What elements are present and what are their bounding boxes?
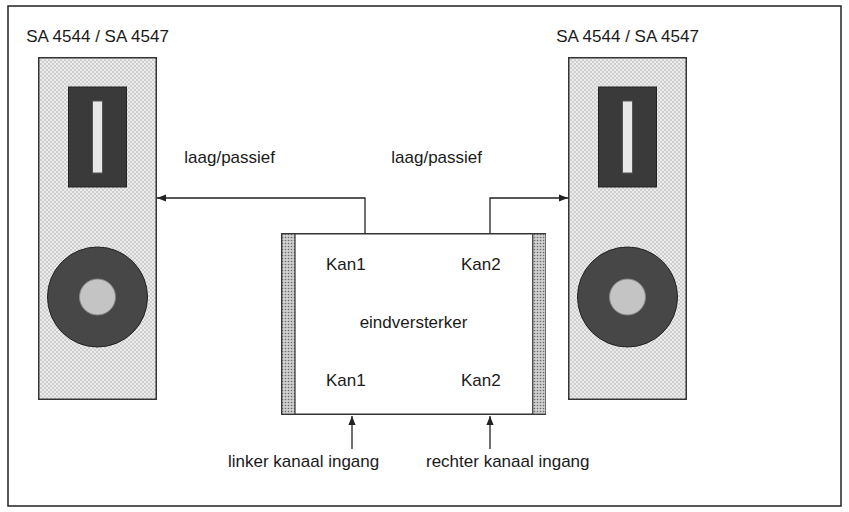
amplifier-housing [282,234,546,415]
tweeter-slot [623,101,633,173]
amplifier-text: Kan2 [461,371,501,391]
amplifier-box: Kan1Kan2eindversterkerKan1Kan2 [281,233,546,415]
speaker-box: SA 4544 / SA 4547 [568,57,687,400]
speaker-model: SA 4544 / SA 4547 [556,27,699,47]
speaker-cabinet [39,58,157,400]
input-arrow [351,416,352,449]
outer-frame [8,6,841,506]
cable-label: laag/passief [389,148,484,168]
amplifier-text: Kan2 [461,255,501,275]
speaker-box: SA 4544 / SA 4547 [38,57,157,400]
input-arrow [489,416,490,449]
input-label: linker kanaal ingang [228,452,379,472]
speaker-cable [490,198,568,233]
side-panel [282,234,295,415]
amplifier-text: eindversterker [360,313,468,333]
tweeter [69,87,127,187]
tweeter [599,87,657,187]
speaker-cabinet [569,58,687,400]
woofer-cap [610,279,646,315]
side-panel [533,234,546,415]
cable-label: laag/passief [182,148,277,168]
amplifier-text: Kan1 [326,255,366,275]
input-label: rechter kanaal ingang [426,452,590,472]
tweeter-slot [93,101,103,173]
woofer [48,247,148,347]
woofer-cap [80,279,116,315]
speaker-model: SA 4544 / SA 4547 [26,27,169,47]
amplifier-text: Kan1 [326,371,366,391]
speaker-drawing [38,57,157,400]
speaker-cable [157,198,365,233]
woofer [578,247,678,347]
speaker-drawing [568,57,687,400]
